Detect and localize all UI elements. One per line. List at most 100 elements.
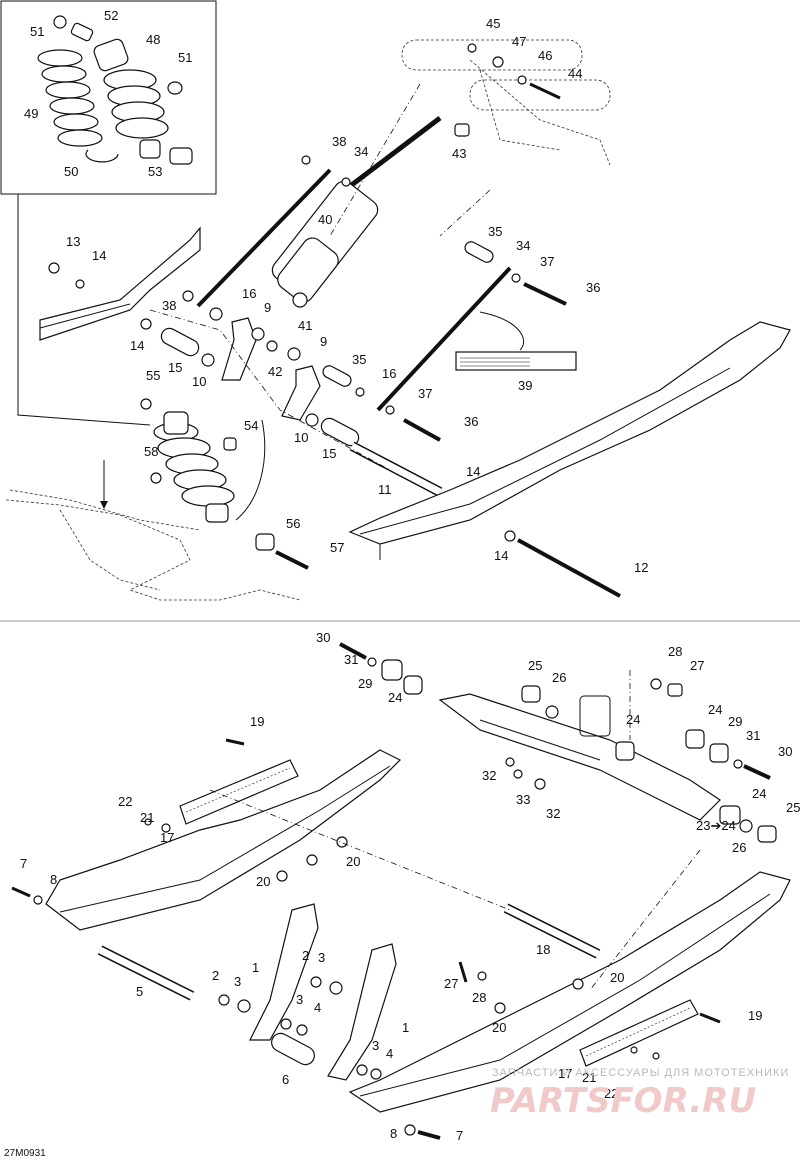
leader-bottom-3 — [589, 849, 701, 991]
shock-detail-inset — [0, 0, 217, 195]
watermark-brand: PARTSFOR.RU — [490, 1081, 756, 1121]
right-rail-top — [348, 321, 791, 560]
callout-d31a: 31 — [344, 652, 358, 667]
link-rod-34b — [376, 266, 512, 412]
callout-c42: 42 — [268, 364, 282, 379]
callout-d19b: 19 — [748, 1008, 762, 1023]
callout-d2324: 23➔24 — [696, 818, 736, 833]
washer-3c — [280, 1018, 292, 1030]
washer-4a — [296, 1024, 308, 1036]
sleeve-35b — [322, 365, 352, 387]
sleeve-52 — [70, 22, 94, 42]
nut-2a — [310, 976, 322, 988]
washer-46 — [517, 75, 527, 85]
callout-c52: 52 — [104, 8, 118, 23]
callout-d32a: 32 — [482, 768, 496, 783]
callout-c10b: 10 — [294, 430, 308, 445]
washer-14b — [140, 318, 152, 330]
washer-14a — [75, 279, 85, 289]
callout-c12: 12 — [634, 560, 648, 575]
tube-15a — [160, 327, 200, 357]
front-arm-23 — [438, 693, 721, 821]
callout-d25b: 25 — [786, 800, 800, 815]
callout-d1a: 1 — [252, 960, 259, 975]
nut-32a — [505, 757, 515, 767]
nut-20a — [336, 836, 348, 848]
callout-d20a: 20 — [346, 854, 360, 869]
bushing-29a — [381, 659, 403, 681]
nut-22b — [652, 1052, 660, 1060]
bolt-57 — [275, 550, 309, 570]
callout-c16a: 16 — [242, 286, 256, 301]
callout-d30a: 30 — [316, 630, 330, 645]
callout-d31b: 31 — [746, 728, 760, 743]
arrow-curve — [235, 419, 266, 521]
callout-c37a: 37 — [540, 254, 554, 269]
slide-plate-17a — [179, 759, 299, 825]
callout-c34b: 34 — [516, 238, 530, 253]
callout-d20c: 20 — [610, 970, 624, 985]
callout-c41: 41 — [298, 318, 312, 333]
left-rail-top — [39, 226, 201, 341]
nut-38b — [182, 290, 194, 302]
callout-c15b: 15 — [322, 446, 336, 461]
bushing-25a — [521, 685, 541, 703]
callout-d30b: 30 — [778, 744, 792, 759]
callout-d5: 5 — [136, 984, 143, 999]
callout-c53: 53 — [148, 164, 162, 179]
bolt-54 — [223, 437, 237, 451]
washer-26a — [545, 705, 559, 719]
callout-c16b: 16 — [382, 366, 396, 381]
sleeve-35a — [464, 241, 494, 263]
bolt-30b — [743, 764, 771, 780]
left-rail-bottom — [45, 749, 402, 931]
callout-c36a: 36 — [586, 280, 600, 295]
callout-d26a: 26 — [552, 670, 566, 685]
nut-20c — [276, 870, 288, 882]
leader-top-2 — [439, 189, 491, 237]
callout-c38a: 38 — [332, 134, 346, 149]
center-shock-40 — [271, 116, 442, 308]
callout-c43: 43 — [452, 146, 466, 161]
rear-arm-1a — [249, 903, 319, 1041]
nut-38a — [301, 155, 311, 165]
washer-8a — [33, 895, 43, 905]
callout-c47: 47 — [512, 34, 526, 49]
callout-c55: 55 — [146, 368, 160, 383]
retainer-50 — [85, 149, 119, 163]
callout-d28a: 28 — [668, 644, 682, 659]
callout-d18: 18 — [536, 942, 550, 957]
callout-c51a: 51 — [30, 24, 44, 39]
rear-shock-assembly — [153, 411, 235, 523]
callout-d3b: 3 — [234, 974, 241, 989]
callout-c40: 40 — [318, 212, 332, 227]
bolt-30a — [339, 642, 367, 660]
washer-16a — [209, 307, 223, 321]
spacer-24c — [685, 729, 705, 749]
washer-26b — [739, 819, 753, 833]
bolt-19a — [225, 738, 245, 746]
callout-d21a: 21 — [140, 810, 154, 825]
callout-c37b: 37 — [418, 386, 432, 401]
leader-bottom-1 — [209, 789, 511, 911]
washer-21b — [630, 1046, 638, 1054]
slide-plate-17b — [579, 999, 699, 1067]
washer-3b — [237, 999, 251, 1013]
washer-37b — [385, 405, 395, 415]
callout-d17b: 17 — [558, 1066, 572, 1081]
callout-c14b: 14 — [130, 338, 144, 353]
callout-d25a: 25 — [528, 658, 542, 673]
tube-6 — [271, 1032, 315, 1066]
callout-c49: 49 — [24, 106, 38, 121]
washer-3d — [356, 1064, 368, 1076]
leader-top-1 — [329, 83, 421, 237]
callout-c50: 50 — [64, 164, 78, 179]
callout-c15a: 15 — [168, 360, 182, 375]
bolt-36b — [403, 418, 441, 442]
washer-28a — [650, 678, 662, 690]
callout-c39: 39 — [518, 378, 532, 393]
callout-d21b: 21 — [582, 1070, 596, 1085]
nut-20b — [306, 854, 318, 866]
bushing-53 — [169, 147, 193, 165]
